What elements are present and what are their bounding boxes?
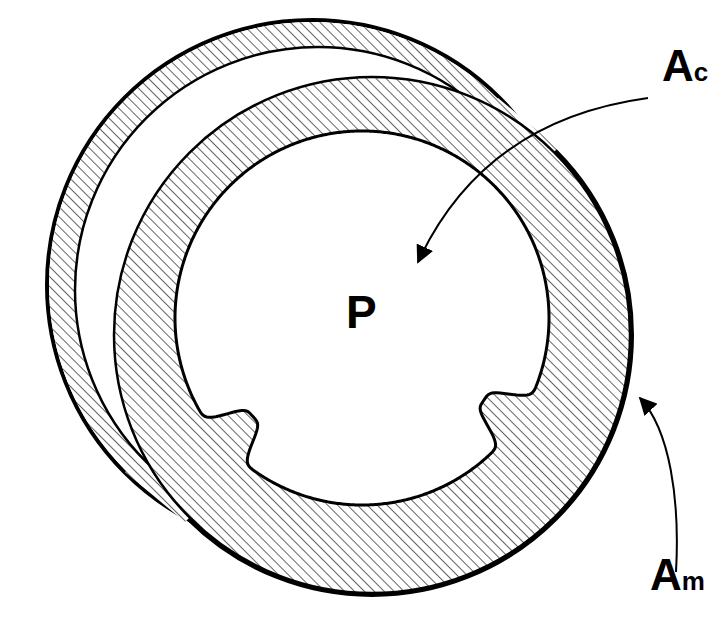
area-label: Ac bbox=[662, 44, 708, 88]
area-label: Am bbox=[650, 553, 705, 597]
shell-wall bbox=[114, 77, 630, 593]
leader-arrow bbox=[418, 98, 648, 262]
shell-outline bbox=[112, 75, 632, 595]
front-ring bbox=[114, 77, 630, 593]
leader-arrow bbox=[640, 398, 677, 572]
lumen bbox=[175, 131, 549, 505]
pressure-label: P bbox=[346, 289, 377, 335]
